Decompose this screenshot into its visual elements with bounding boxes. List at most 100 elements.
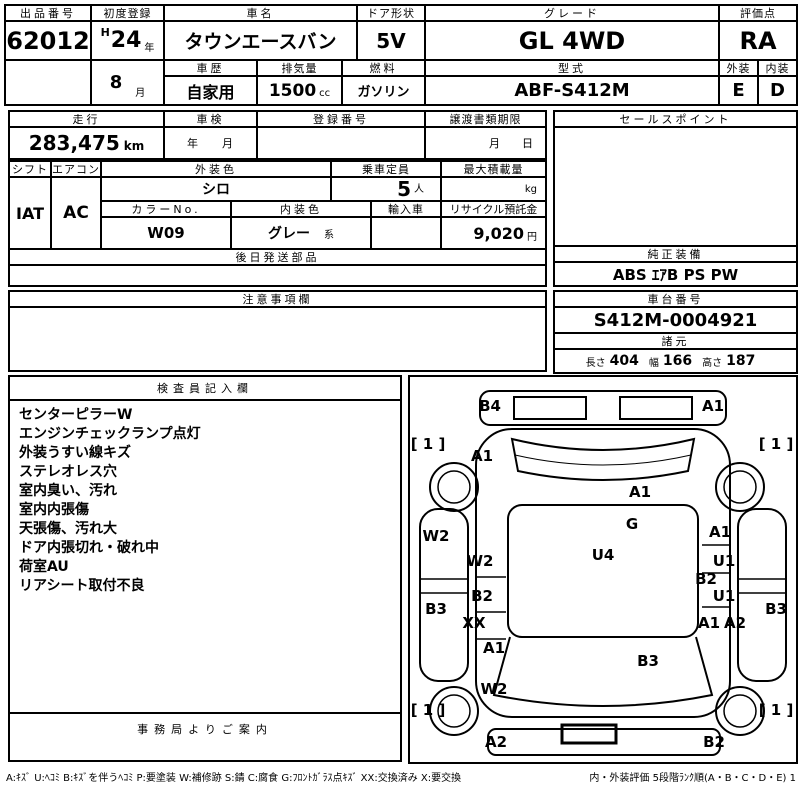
damage-marker: U4 <box>592 546 615 564</box>
displacement-unit: cc <box>319 88 331 99</box>
specs-width-label: 幅 <box>648 357 659 369</box>
color-no-value: W09 <box>100 216 232 250</box>
first-reg-month-cell: 8 月 <box>90 59 165 106</box>
inspector-note: ドア内張切れ・破れ中 <box>19 540 159 556</box>
mileage-value: 283,475 <box>28 131 120 155</box>
damage-marker: A2 <box>485 733 507 751</box>
registration-no-value <box>256 126 426 160</box>
era-value: H <box>100 26 110 39</box>
reg-month-value: 8 <box>109 72 123 93</box>
inspector-note: 天張傷、汚れ大 <box>19 521 117 537</box>
damage-marker: A1 <box>698 614 720 632</box>
legend-codes: A:ｷｽﾞ U:ﾍｺﾐ B:ｷｽﾞを伴うﾍｺﾐ P:要塗装 W:補修跡 S:錆 … <box>6 773 462 784</box>
displacement-cell: 1500 cc <box>256 75 343 106</box>
damage-marker: B3 <box>637 652 659 670</box>
right-panel-seams <box>738 578 786 594</box>
reg-year-unit: 年 <box>144 43 155 54</box>
recycle-deposit-unit: 円 <box>527 232 537 243</box>
exterior-value: E <box>718 75 759 106</box>
model-value: ABF-S412M <box>424 75 720 106</box>
first-reg-label: 初度登録 <box>90 4 165 22</box>
later-parts-value <box>8 264 547 287</box>
office-label: 事務局よりご案内 <box>137 723 273 736</box>
damage-marker: [ 1 ] <box>411 435 446 453</box>
first-reg-year-cell: H 24 年 <box>90 20 165 61</box>
license-plate <box>560 723 618 745</box>
transfer-deadline-value-cell: 月 日 <box>424 126 547 160</box>
equipment-value: ABS ｴｱB PS PW <box>553 261 798 287</box>
specs-length-label: 長さ <box>585 357 606 369</box>
damage-marker: U1 <box>713 552 736 570</box>
history-value: 自家用 <box>163 75 258 106</box>
right-side-panel <box>737 508 787 682</box>
reg-month-unit: 月 <box>135 88 146 99</box>
color-no-label: カラーNo. <box>100 200 232 218</box>
damage-marker: U1 <box>713 587 736 605</box>
recycle-deposit-value: 9,020 <box>473 223 524 243</box>
front-bumper-outline <box>487 728 721 756</box>
registration-no-label: 登録番号 <box>256 110 426 128</box>
shift-value: IAT <box>8 176 52 250</box>
specs-length-value: 404 <box>609 353 639 369</box>
rear-window-outline <box>510 437 696 481</box>
damage-marker: [ 1 ] <box>759 701 794 719</box>
reg-year-value: 24 <box>110 28 142 53</box>
wheel-front-right-icon <box>715 686 765 736</box>
inspector-note: 室内臭い、汚れ <box>19 483 117 499</box>
damage-marker: A1 <box>629 483 651 501</box>
transfer-month-unit: 月 <box>489 137 500 150</box>
left-door-seams <box>476 576 506 640</box>
damage-marker: B2 <box>703 733 725 751</box>
damage-marker: B3 <box>425 600 447 618</box>
transfer-day-unit: 日 <box>522 137 533 150</box>
damage-marker: [ 1 ] <box>411 701 446 719</box>
damage-marker: G <box>626 515 638 533</box>
damage-marker: W2 <box>423 527 450 545</box>
auction-no-extra-cell <box>4 59 92 106</box>
score-label: 評価点 <box>718 4 798 22</box>
exterior-color-value: シロ <box>100 176 332 202</box>
roof-outline <box>507 504 699 638</box>
rear-window-line <box>514 454 692 466</box>
sales-point-value <box>553 126 798 247</box>
import-car-value <box>370 216 442 250</box>
recycle-deposit-cell: 9,020 円 <box>440 216 547 250</box>
specs-value-cell: 長さ 404 幅 166 高さ 187 <box>553 348 798 374</box>
inspection-year-unit: 年 <box>187 137 198 150</box>
interior-value: D <box>757 75 798 106</box>
specs-width-value: 166 <box>662 353 693 369</box>
left-panel-seams <box>420 578 468 594</box>
rear-bumper-outline <box>479 390 727 426</box>
capacity-cell: 5 人 <box>330 176 442 202</box>
wheel-front-right-inner <box>723 694 757 728</box>
damage-marker: A1 <box>702 397 724 415</box>
aircon-value: AC <box>50 176 102 250</box>
door-shape-value: 5V <box>356 20 426 61</box>
office-section: 事務局よりご案内 <box>8 712 402 762</box>
damage-marker: B2 <box>471 587 493 605</box>
inspector-note: センターピラーW <box>19 407 133 423</box>
interior-color-cell: グレー 系 <box>230 216 372 250</box>
inspection-value-cell: 年 月 <box>163 126 258 160</box>
fuel-value: ガソリン <box>341 75 426 106</box>
damage-marker: [ 1 ] <box>759 435 794 453</box>
wheel-front-left-icon <box>429 686 479 736</box>
damage-marker: B2 <box>695 570 717 588</box>
mileage-unit: km <box>123 139 145 153</box>
damage-marker: W2 <box>481 680 508 698</box>
inspector-note: 外装うすい線キズ <box>19 445 131 461</box>
wheel-rear-right-inner <box>723 470 757 504</box>
damage-marker: A2 <box>724 614 746 632</box>
capacity-value: 5 <box>397 177 411 201</box>
score-value: RA <box>718 20 798 61</box>
wheel-front-left-inner <box>437 694 471 728</box>
damage-marker: A1 <box>709 523 731 541</box>
car-name-value: タウンエースバン <box>163 20 358 61</box>
damage-marker: A1 <box>471 447 493 465</box>
inspector-note: 荷室AU <box>19 559 69 575</box>
inspector-note: エンジンチェックランプ点灯 <box>19 426 201 442</box>
bumper-panel-right <box>619 396 693 420</box>
